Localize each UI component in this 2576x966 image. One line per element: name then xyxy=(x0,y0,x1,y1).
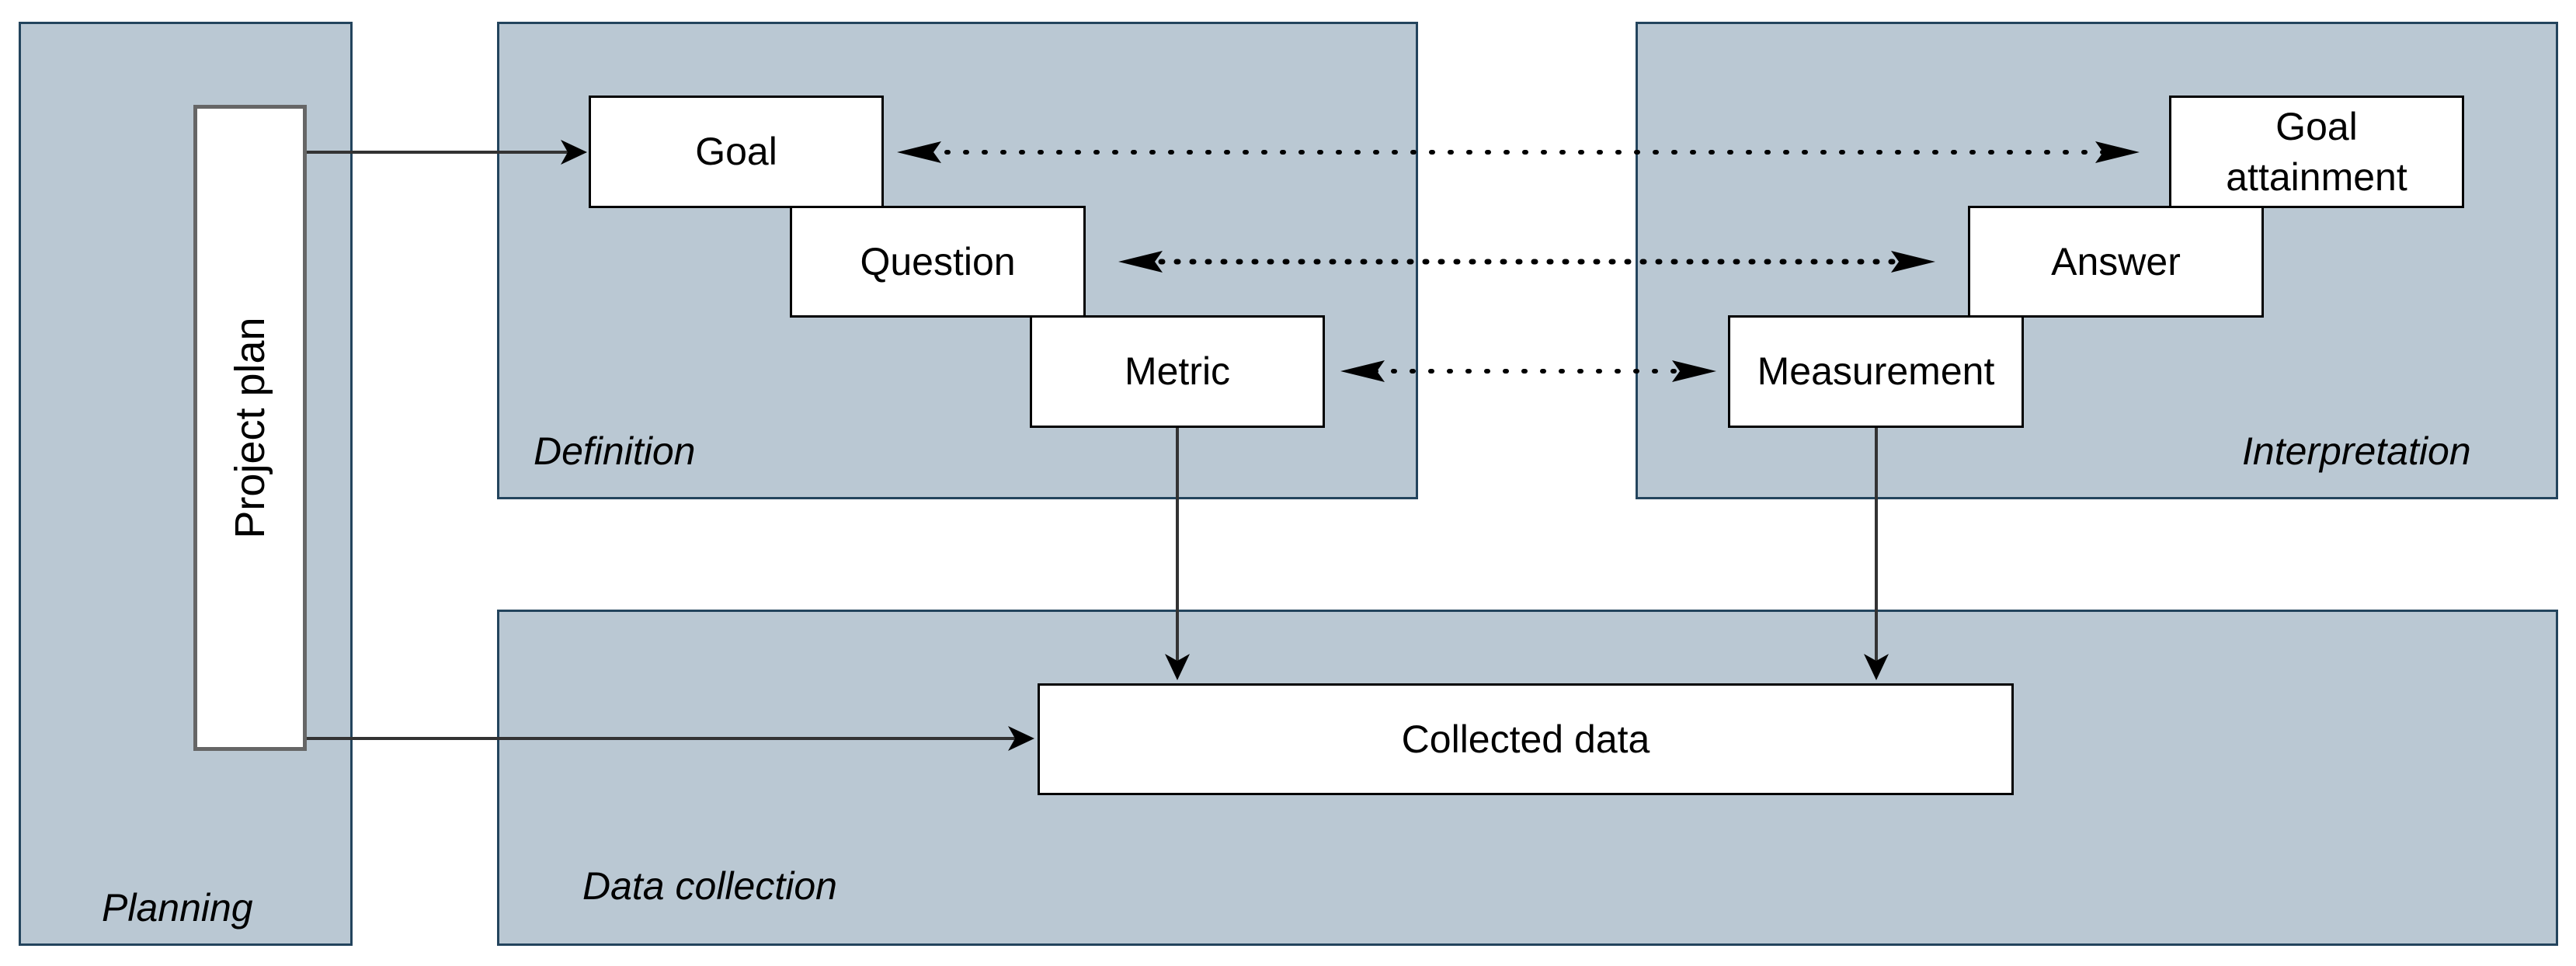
planning-label: Planning xyxy=(102,886,253,930)
goal-attainment-node: Goal attainment xyxy=(2169,96,2464,208)
definition-label: Definition xyxy=(534,429,696,473)
measurement-label: Measurement xyxy=(1757,349,1995,393)
question-label: Question xyxy=(860,239,1016,283)
project-plan-box xyxy=(193,105,307,751)
interpretation-label: Interpretation xyxy=(2242,429,2471,473)
metric-label: Metric xyxy=(1124,349,1231,393)
data-collection-label: Data collection xyxy=(582,864,837,908)
collected-data-label: Collected data xyxy=(1401,717,1650,761)
metric-node: Metric xyxy=(1030,315,1325,428)
answer-node: Answer xyxy=(1968,206,2264,318)
goal-node: Goal xyxy=(589,96,884,208)
measurement-node: Measurement xyxy=(1728,315,2024,428)
project-plan-label: Project plan xyxy=(227,317,273,539)
question-node: Question xyxy=(790,206,1086,318)
answer-label: Answer xyxy=(2051,239,2181,283)
collected-data-node: Collected data xyxy=(1038,683,2014,795)
goal-attainment-label: Goal attainment xyxy=(2226,104,2407,199)
goal-label: Goal xyxy=(695,130,777,173)
